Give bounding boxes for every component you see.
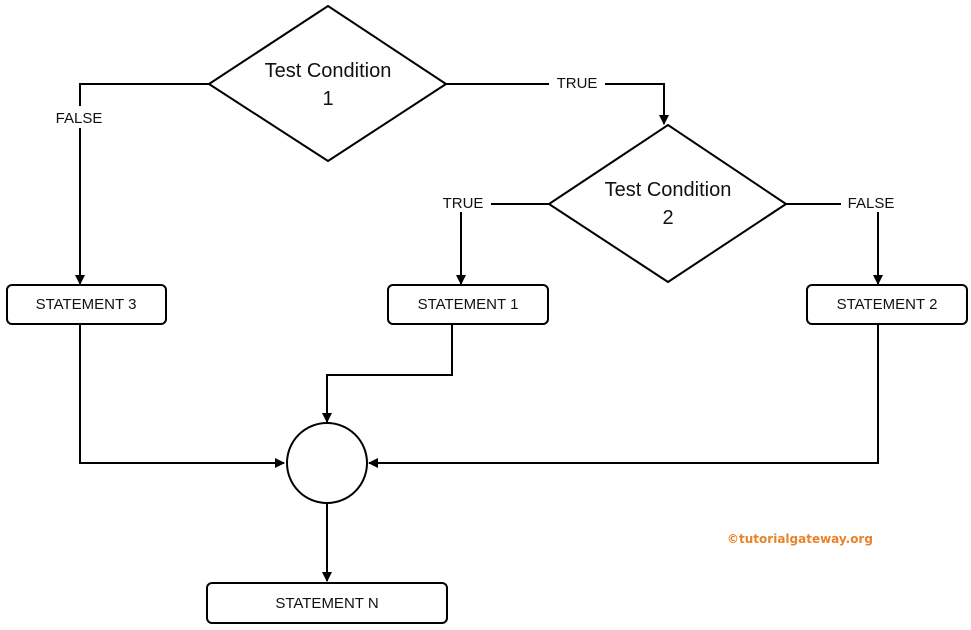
edge-cond2-true: [456, 203, 549, 285]
statement-3-box: STATEMENT 3: [6, 284, 167, 325]
edge-statement1-junction: [322, 324, 453, 423]
statement-1-label: STATEMENT 1: [418, 296, 519, 313]
condition-2-number: 2: [662, 207, 673, 229]
statement-3-label: STATEMENT 3: [36, 296, 137, 313]
condition-1-title: Test Condition: [265, 60, 392, 82]
statement-n-box: STATEMENT N: [206, 582, 448, 624]
junction-node: [286, 422, 368, 504]
watermark-text: ©tutorialgateway.org: [727, 532, 873, 546]
edge-statement3-junction: [79, 324, 285, 468]
edge-label-cond2-false: FALSE: [848, 195, 895, 212]
decision-test-condition-1: Test Condition 1: [208, 5, 447, 162]
condition-1-number: 1: [322, 88, 333, 110]
condition-2-title: Test Condition: [605, 179, 732, 201]
edge-cond1-false: [75, 83, 209, 285]
edge-cond2-false: [786, 203, 883, 285]
edge-label-cond2-true: TRUE: [443, 195, 484, 212]
statement-2-label: STATEMENT 2: [837, 296, 938, 313]
statement-n-label: STATEMENT N: [275, 595, 378, 612]
edge-label-cond1-true: TRUE: [557, 75, 598, 92]
edge-label-cond1-false: FALSE: [56, 110, 103, 127]
edge-statement2-junction: [368, 324, 879, 468]
statement-1-box: STATEMENT 1: [387, 284, 549, 325]
statement-2-box: STATEMENT 2: [806, 284, 968, 325]
edge-cond1-true: [446, 83, 669, 125]
decision-test-condition-2: Test Condition 2: [548, 124, 787, 283]
